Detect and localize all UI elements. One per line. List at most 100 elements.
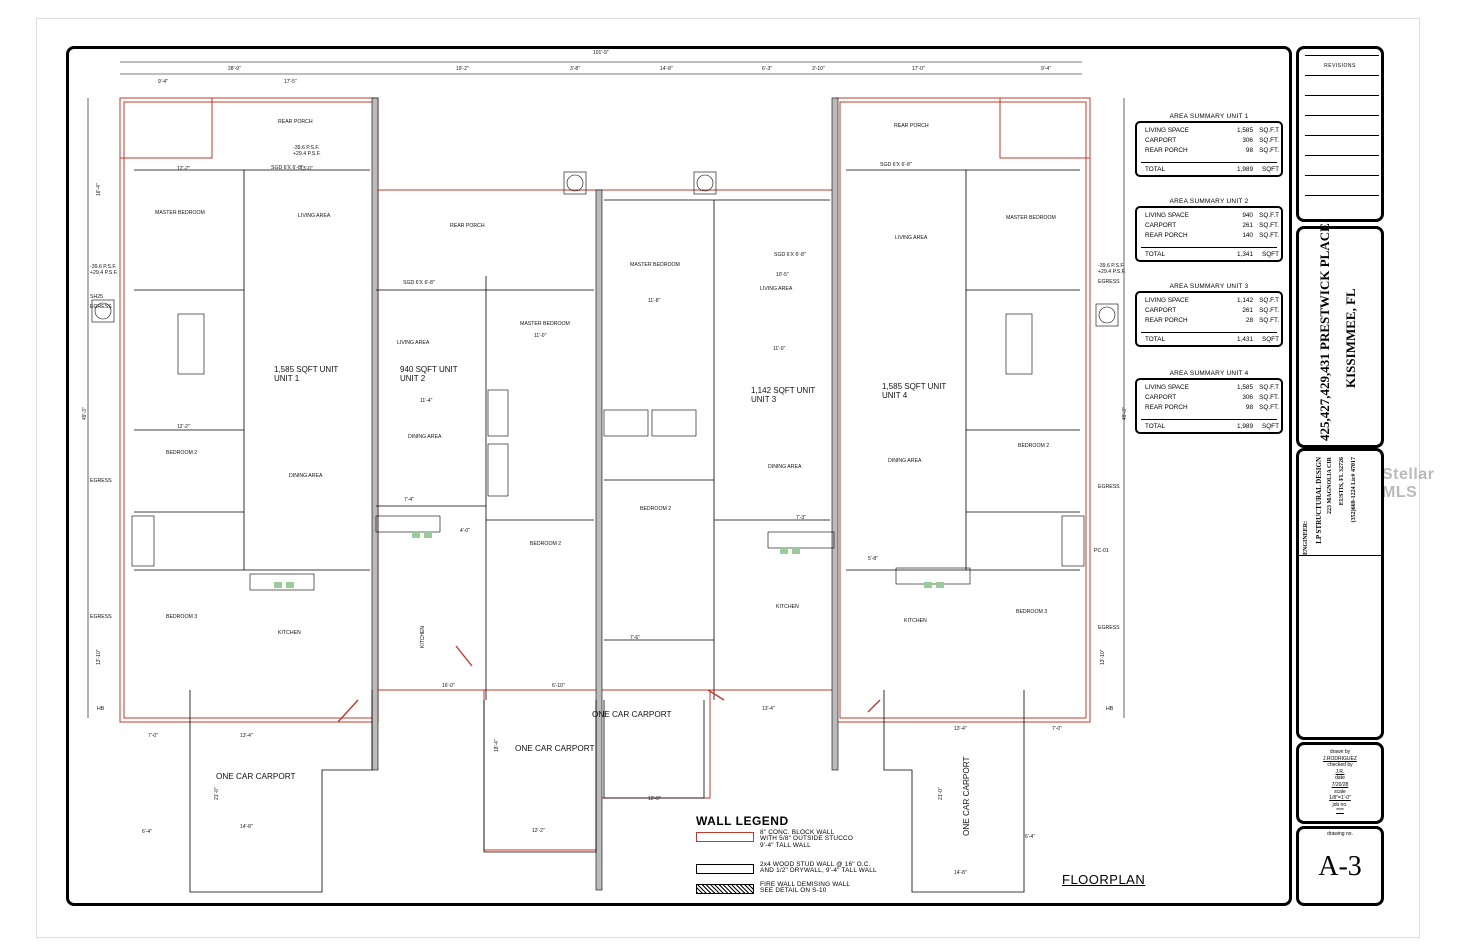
area-summary-unit3-title: AREA SUMMARY UNIT 3 — [1169, 283, 1249, 290]
dim-7-4: 7'-4" — [404, 497, 414, 503]
dim-12-0: 12'-0" — [648, 796, 661, 802]
unit1-rear-porch-label: REAR PORCH — [278, 119, 313, 125]
unit4-egress-label: EGRESS — [1098, 279, 1120, 285]
project-block: 425,427,429,431 PRESTWICK PLACE KISSIMME… — [1296, 223, 1384, 448]
sheet-title: FLOORPLAN — [1062, 872, 1146, 887]
unit1-master-bedroom-label: MASTER BEDROOM — [155, 210, 205, 216]
dim-5-8: 5'-8" — [868, 556, 878, 562]
dim-19-2: 19'-2" — [456, 66, 469, 72]
area-summary-unit4-title: AREA SUMMARY UNIT 4 — [1169, 370, 1249, 377]
scale-label: scale — [1334, 788, 1346, 795]
dim-7-6: 7'-6" — [630, 635, 640, 641]
dim-13-0: 13'-0" — [300, 166, 313, 172]
unit4-egress-2-label: EGRESS — [1098, 484, 1120, 490]
drawing-sheet — [36, 18, 1420, 938]
unit1-kitchen-label: KITCHEN — [278, 630, 301, 636]
unit3-kitchen-label: KITCHEN — [776, 604, 799, 610]
engineer-phone: (352)669-1224 Lic# 47017 — [1351, 457, 1357, 523]
date-value: 7/20/28 — [1331, 781, 1349, 788]
unit1-carport-label: ONE CAR CARPORT — [216, 772, 296, 781]
red-door-swings — [337, 645, 881, 723]
dim-7-3: 7'-3" — [796, 515, 806, 521]
dim-21-0-right: 21'-0" — [938, 787, 944, 800]
unit1-bedroom2-label: BEDROOM 2 — [166, 450, 198, 456]
unit4-bedroom2-label: BEDROOM 2 — [1018, 443, 1050, 449]
revisions-label: REVISIONS — [1324, 63, 1356, 69]
dim-3-10: 3'-10" — [812, 66, 825, 72]
dim-28-9: 28'-9" — [228, 66, 241, 72]
unit3-master-bedroom-label: MASTER BEDROOM — [630, 262, 680, 268]
area-summary-unit1-title: AREA SUMMARY UNIT 1 — [1169, 113, 1249, 120]
unit4-living-area-label: LIVING AREA — [895, 235, 928, 241]
unit4-side-psf-pos: +29.4 P.S.F. — [1098, 269, 1126, 275]
job-no-value: **** — [1336, 808, 1344, 815]
unit4-master-bedroom-label: MASTER BEDROOM — [1006, 215, 1056, 221]
watermark: Stellar MLS — [1382, 466, 1435, 501]
dim-10-5: 10'-5" — [776, 272, 789, 278]
unit4-hb-label: HB — [1106, 706, 1114, 712]
unit4-bedroom3-label: BEDROOM 3 — [1016, 609, 1048, 615]
dim-21-0-left: 21'-0" — [214, 787, 220, 800]
unit4-kitchen-label: KITCHEN — [904, 618, 927, 624]
engineer-city: EUSTIS, FL 32726 — [1339, 457, 1345, 506]
project-city: KISSIMMEE, FL — [1343, 288, 1358, 388]
unit2-kitchen-label: KITCHEN — [420, 626, 426, 648]
scale-value: 1/8"=1'-0" — [1329, 795, 1351, 802]
unit3-dining-area-label: DINING AREA — [768, 464, 802, 470]
unit2-sgd-label: SGD 6'X 6'-8" — [403, 280, 435, 286]
drawing-no-label: drawing no. — [1327, 831, 1353, 837]
legend-swatch-block — [696, 832, 754, 842]
dim-11-0: 11'-0" — [534, 333, 547, 339]
legend-item-stud: 2x4 WOOD STUD WALL @ 16" O.C.AND 1/2" DR… — [760, 861, 877, 875]
dim-11-0-unit3: 11'-0" — [773, 346, 786, 352]
unit3-bedroom2-label: BEDROOM 2 — [640, 506, 672, 512]
wall-legend-title: WALL LEGEND — [696, 814, 789, 828]
dim-11-4: 11'-4" — [420, 398, 433, 404]
revisions-block: REVISIONS — [1296, 46, 1384, 222]
dim-12-2-mid: 12'-2" — [177, 424, 190, 430]
sinks — [274, 532, 944, 588]
unit2-bedroom2-label: BEDROOM 2 — [530, 541, 562, 547]
engineer-block: ENGINEER: LP STRUCTURAL DESIGN 223 MAGNO… — [1296, 448, 1384, 740]
dim-12-2-bottom: 12'-2" — [532, 828, 545, 834]
dim-3-8: 3'-8" — [570, 66, 580, 72]
carports — [189, 690, 1025, 893]
unit1-egress-3-label: EGRESS — [90, 614, 112, 620]
dim-13-4-left: 13'-4" — [240, 733, 253, 739]
block-walls — [119, 97, 1091, 851]
unit1-bedroom3-label: BEDROOM 3 — [166, 614, 198, 620]
unit2-carport-label: ONE CAR CARPORT — [515, 744, 595, 753]
unit1-dining-area-label: DINING AREA — [289, 473, 323, 479]
date-label: date — [1335, 775, 1345, 782]
unit2-dining-area-label: DINING AREA — [408, 434, 442, 440]
job-no-label: job no. — [1332, 801, 1348, 808]
unit4-exterior-wall — [835, 97, 1091, 723]
dim-6-4-left: 6'-4" — [142, 829, 152, 835]
unit1-egress-label: EGRESS — [90, 304, 112, 310]
drawn-by-label: drawn by — [1329, 749, 1351, 755]
dim-14-8-right: 14'-8" — [954, 870, 967, 876]
dim-49-3-left: 49'-3" — [82, 407, 88, 420]
dim-49-3-right: 49'-3" — [1122, 407, 1128, 420]
unit4-sgd-label: SGD 6'X 6'-8" — [880, 162, 912, 168]
fire-walls — [371, 97, 839, 891]
unit1-exterior-wall — [119, 97, 379, 723]
dim-13-10-left: 13'-10" — [96, 649, 102, 665]
unit1-exterior-wall-inner — [123, 101, 375, 719]
checked-by-value: J.R. — [1335, 768, 1345, 775]
dim-4-0: 4'-0" — [460, 528, 470, 534]
